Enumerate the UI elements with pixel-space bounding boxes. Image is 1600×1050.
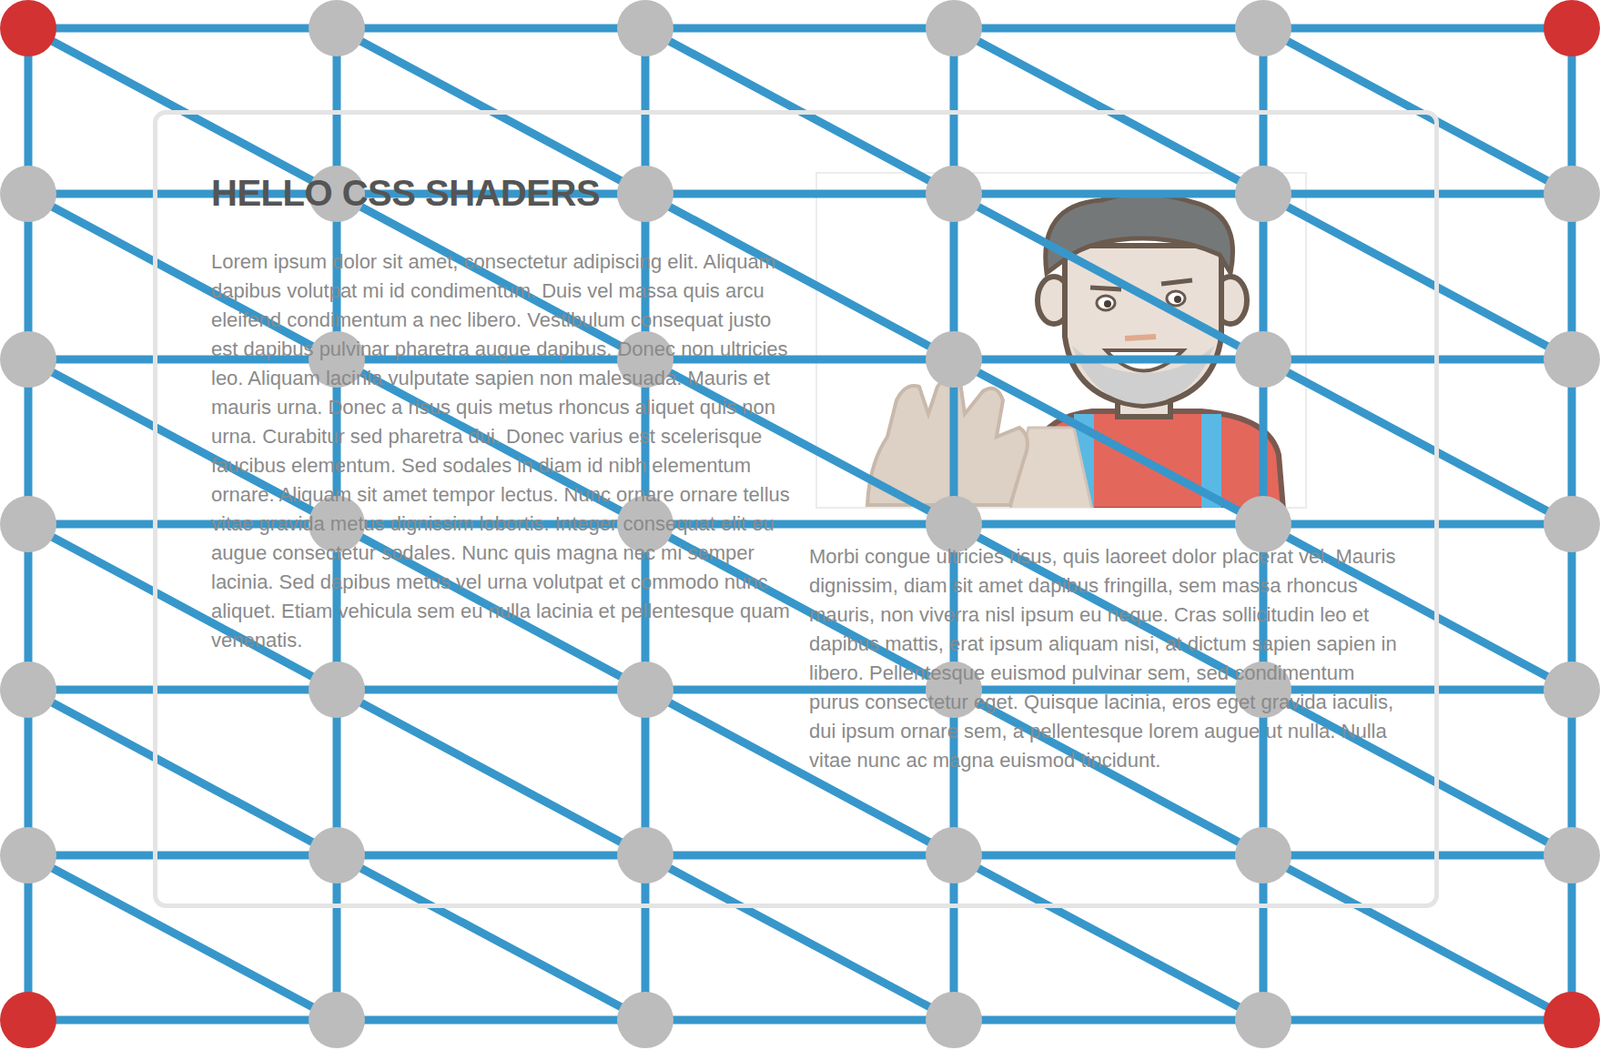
mesh-point	[1235, 331, 1292, 388]
content-card: HELLO CSS SHADERS Lorem ipsum dolor sit a…	[152, 110, 1439, 909]
mesh-point	[925, 827, 983, 884]
mesh-line	[645, 193, 954, 360]
mesh-point	[1543, 496, 1600, 553]
mesh-point	[925, 992, 983, 1049]
mesh-point	[1543, 165, 1600, 223]
mesh-point	[617, 165, 674, 223]
mesh-point	[308, 0, 365, 57]
mesh-line	[645, 689, 954, 856]
mesh-line	[28, 689, 337, 856]
mesh-point	[308, 827, 365, 884]
corner-point	[0, 992, 57, 1049]
corner-point	[1543, 0, 1600, 57]
mesh-point	[0, 165, 57, 223]
mesh-line	[28, 1016, 1572, 1025]
mesh-point	[617, 827, 674, 884]
mesh-point	[1235, 992, 1292, 1049]
mesh-point	[925, 331, 983, 388]
mesh-point	[1543, 661, 1600, 719]
mesh-point	[1235, 165, 1292, 223]
mesh-point	[0, 661, 57, 719]
mesh-line	[336, 855, 646, 1021]
mesh-point	[1235, 0, 1292, 57]
mesh-point	[1543, 331, 1600, 388]
mesh-line	[953, 855, 1264, 1021]
mesh-point	[617, 661, 674, 719]
mesh-point	[925, 496, 983, 553]
waving-man	[867, 193, 1284, 508]
body-paragraph: Morbi congue ultricies risus, quis laore…	[809, 542, 1406, 776]
mesh-line	[28, 855, 337, 1021]
mesh-point	[0, 331, 57, 388]
corner-point	[0, 0, 57, 57]
mesh-line	[1263, 689, 1572, 856]
mesh-line	[1263, 855, 1572, 1021]
mesh-line	[645, 855, 954, 1021]
mesh-line	[953, 193, 1264, 360]
corner-point	[1543, 992, 1600, 1049]
mesh-line	[953, 359, 1264, 525]
mesh-point	[925, 165, 983, 223]
mesh-point	[617, 0, 674, 57]
mesh-line	[336, 193, 646, 360]
mesh-line	[28, 851, 1572, 861]
card-heading: HELLO CSS SHADERS	[211, 172, 600, 214]
mesh-line	[28, 193, 337, 360]
mesh-point	[1235, 827, 1292, 884]
body-paragraph: Lorem ipsum dolor sit amet, consectetur …	[211, 247, 794, 656]
mesh-point	[1235, 496, 1292, 553]
mesh-point	[0, 827, 57, 884]
mesh-line	[1263, 359, 1572, 525]
mesh-line	[953, 689, 1264, 856]
mesh-point	[925, 0, 983, 57]
mesh-line	[336, 689, 646, 856]
mesh-point	[308, 661, 365, 719]
mesh-point	[0, 496, 57, 553]
mesh-line	[1263, 193, 1572, 360]
mesh-point	[308, 992, 365, 1049]
mesh-point	[617, 992, 674, 1049]
mesh-point	[1543, 827, 1600, 884]
mesh-line	[28, 24, 1572, 33]
